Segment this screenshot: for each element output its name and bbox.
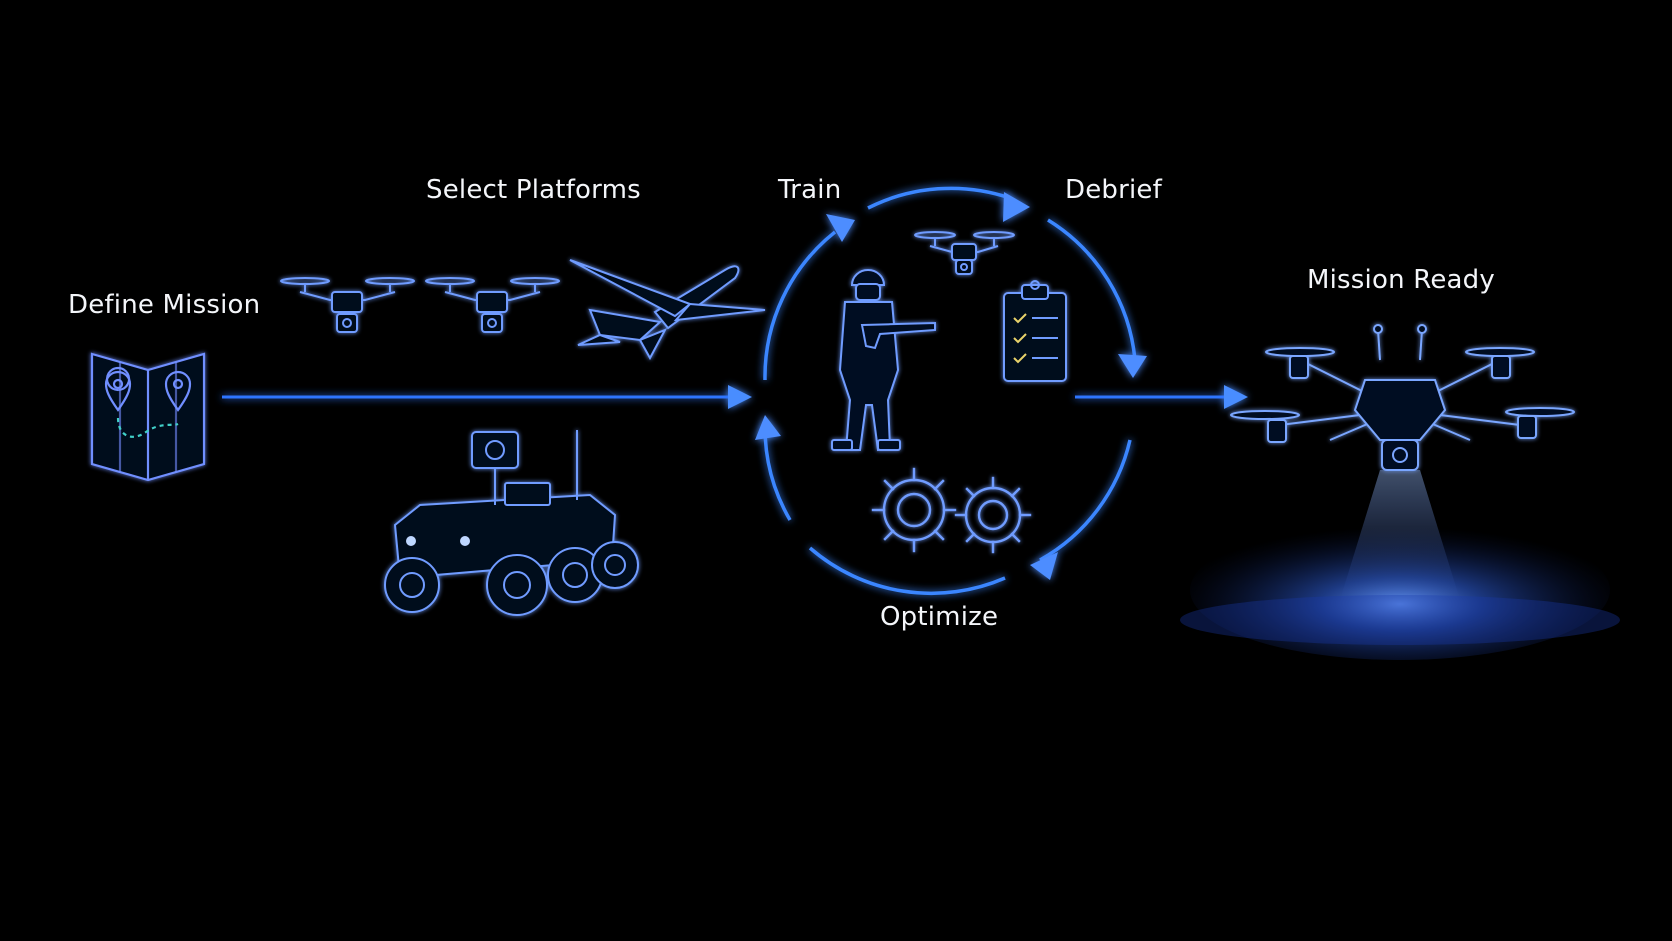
hexacopter-drone-icon	[1230, 324, 1575, 471]
gears-icon	[871, 467, 1032, 554]
soldier-icon	[831, 269, 936, 452]
checklist-clipboard-icon	[1003, 280, 1067, 382]
cycle-arrowheads	[755, 192, 1147, 580]
step-label-define-mission: Define Mission	[68, 290, 261, 320]
quadcopter-drone-icon	[425, 277, 560, 333]
step-label-train: Train	[778, 175, 842, 205]
six-wheel-robot-vehicle-icon	[384, 430, 639, 616]
step-label-select-platforms: Select Platforms	[426, 175, 641, 205]
step-label-debrief: Debrief	[1065, 175, 1162, 205]
quadcopter-drone-icon	[914, 231, 1015, 275]
folded-map-icon	[90, 352, 206, 482]
step-label-optimize: Optimize	[880, 602, 999, 632]
cycle-ring	[763, 186, 1137, 596]
step-label-mission-ready: Mission Ready	[1307, 265, 1495, 295]
dust-cloud	[1180, 470, 1620, 660]
quadcopter-drone-icon	[280, 277, 415, 333]
main-flow-line	[222, 385, 1248, 409]
fixed-wing-aircraft-icon	[569, 259, 766, 361]
